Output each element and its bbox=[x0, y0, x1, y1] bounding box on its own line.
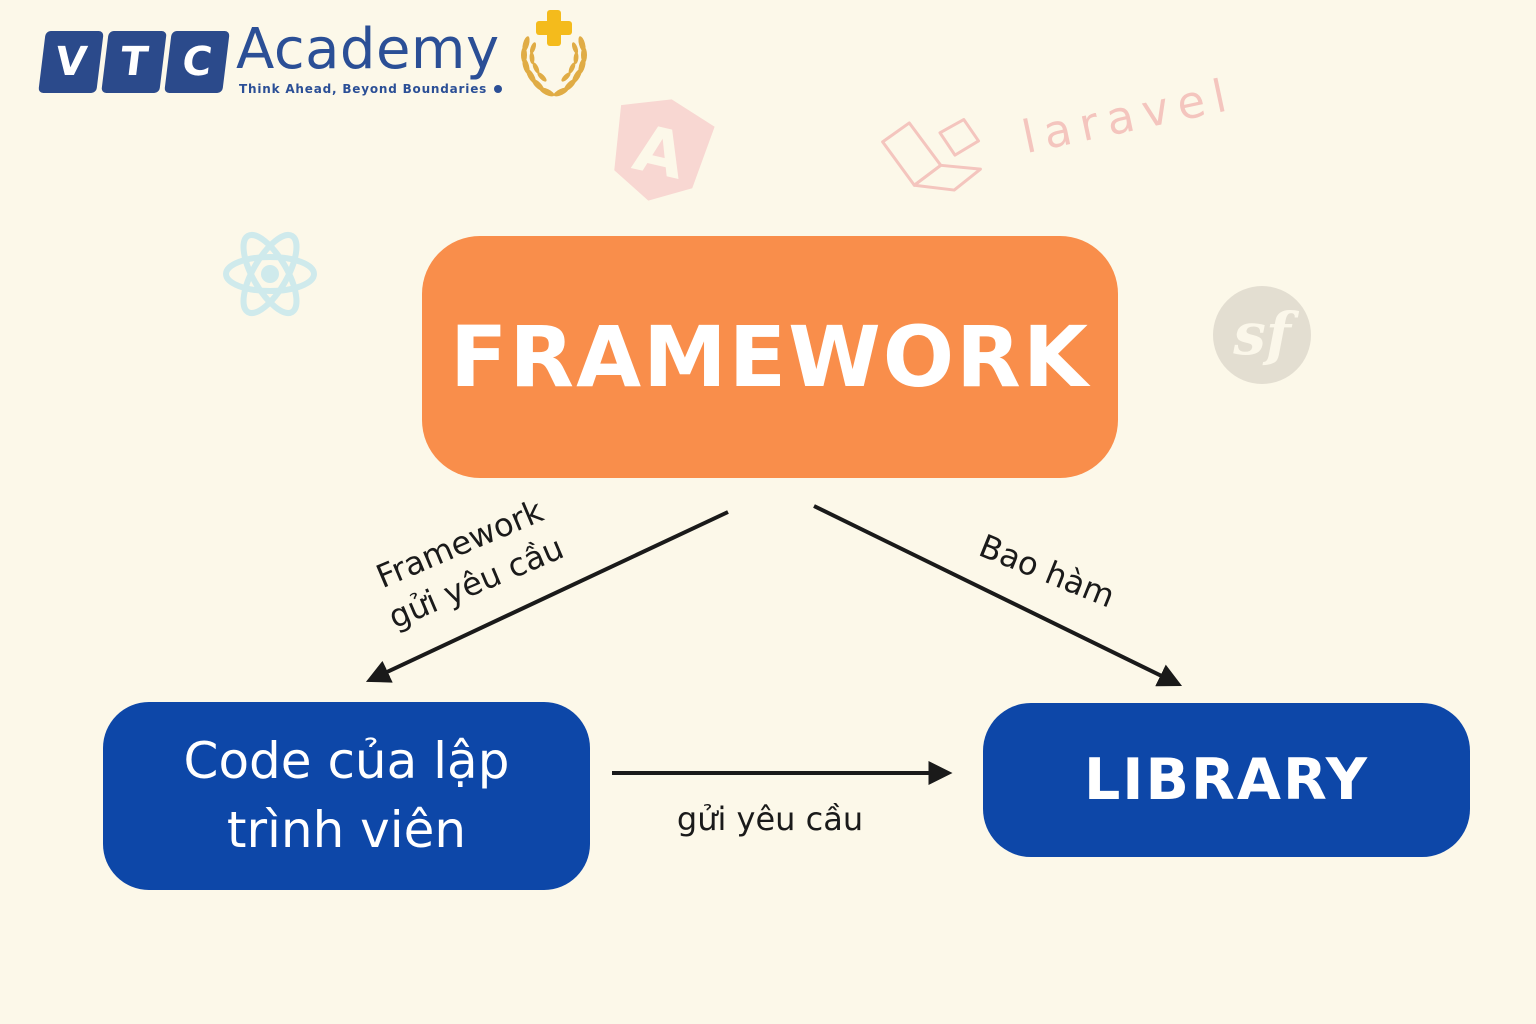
edge-label-contains: Bao hàm bbox=[973, 526, 1121, 616]
library-node: LIBRARY bbox=[983, 703, 1470, 857]
vtc-letter-v: V bbox=[38, 31, 104, 93]
laravel-mark-icon bbox=[881, 118, 982, 192]
laurel-plus-icon bbox=[521, 10, 587, 97]
academy-wordmark: Academy bbox=[236, 17, 500, 82]
vtc-academy-logo: V T C Academy Think Ahead, Beyond Bounda… bbox=[38, 17, 503, 97]
vtc-letter-c: C bbox=[164, 31, 230, 93]
symfony-logo-icon: sf bbox=[1213, 286, 1311, 384]
edge-label-framework-sends-request: Framework gửi yêu cầu bbox=[295, 459, 640, 668]
vtc-letter-boxes: V T C bbox=[38, 31, 230, 93]
framework-node: FRAMEWORK bbox=[422, 236, 1118, 478]
tagline-text: Think Ahead, Beyond Boundaries bbox=[239, 82, 488, 97]
laravel-logo: laravel bbox=[870, 44, 1245, 217]
edge-label-sends-request: gửi yêu cầu bbox=[676, 800, 864, 838]
plus-icon bbox=[536, 10, 572, 46]
logo-tagline: Think Ahead, Beyond Boundaries bbox=[239, 82, 503, 97]
vtc-letter-t: T bbox=[101, 31, 167, 93]
laurel-leaves bbox=[521, 36, 587, 97]
symfony-letters: sf bbox=[1232, 300, 1300, 368]
angular-logo-icon: A bbox=[614, 99, 715, 201]
laravel-wordmark: laravel bbox=[1017, 66, 1240, 164]
react-logo-icon bbox=[223, 231, 317, 317]
programmer-code-node: Code của lập trình viên bbox=[103, 702, 590, 890]
tagline-dot bbox=[494, 85, 503, 94]
